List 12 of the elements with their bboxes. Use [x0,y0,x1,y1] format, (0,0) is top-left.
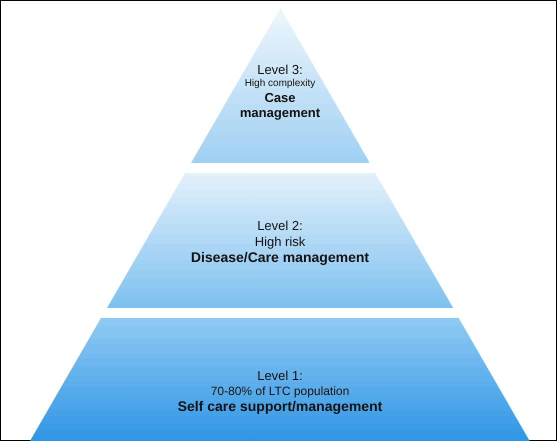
tier-level: Level 3: [257,62,303,78]
tier-subtitle: 70-80% of LTC population [210,384,350,398]
tier-subtitle: High complexity [244,78,316,90]
tier-level: Level 1: [257,368,303,384]
pyramid-top-tier [190,8,370,163]
tier-subtitle: High risk [254,234,306,250]
pyramid-tier [106,173,454,308]
pyramid-tier [30,318,530,441]
tier-title: Disease/Care management [190,249,370,266]
tier-level: Level 2: [257,218,303,234]
tier-title: Case management [238,90,322,121]
tier-title: Self care support/management [178,398,382,415]
